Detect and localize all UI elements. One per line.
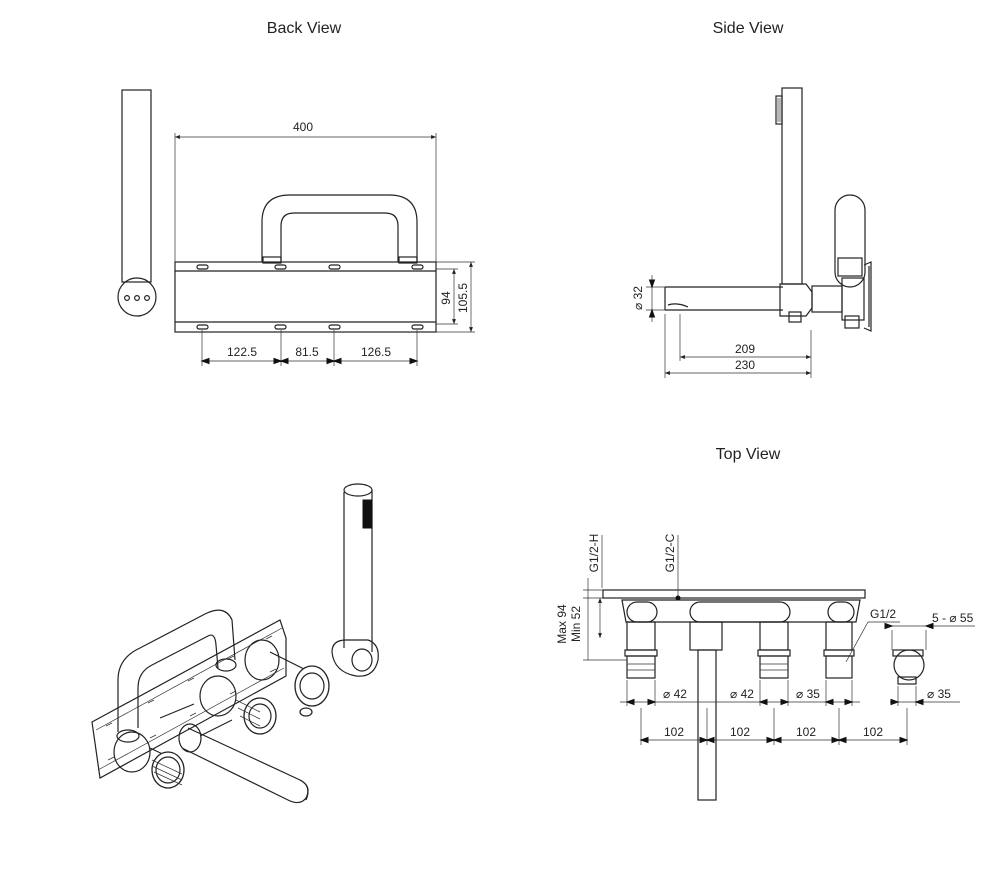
dim-spacing-102-a: 102: [664, 725, 684, 739]
dim-diam-35-a: ⌀ 35: [796, 687, 820, 701]
side-view-title: Side View: [713, 20, 784, 37]
side-view: ⌀ 32 209 230: [631, 87, 872, 378]
label-hot-inlet: G1/2-H: [587, 534, 601, 573]
mounting-plate: [174, 261, 437, 333]
top-deck-plate: [602, 589, 866, 599]
iso-mounting-plate: [91, 619, 287, 779]
iso-valve-right: [244, 639, 330, 717]
back-spout-pipe: [261, 194, 418, 262]
dim-projection-209: 209: [735, 342, 755, 356]
dim-diam-35-b: ⌀ 35: [927, 687, 951, 701]
dim-spacing-102-c: 102: [796, 725, 816, 739]
isometric-view: [91, 483, 379, 804]
dim-projection-230: 230: [735, 358, 755, 372]
label-hole-count: 5 - ⌀ 55: [932, 611, 974, 625]
iso-handshower: [331, 483, 379, 677]
iso-u-pipe: [117, 609, 236, 732]
iso-valve-middle: [199, 675, 277, 735]
label-depth-max: Max 94: [555, 604, 569, 644]
side-handshower: [775, 87, 803, 285]
back-view: 400 94 105.5 122.5 81.5 126.5: [117, 89, 475, 366]
dim-spacing-126-5: 126.5: [361, 345, 391, 359]
top-view-title: Top View: [716, 446, 781, 463]
side-spout: [664, 286, 783, 311]
dim-spacing-102-d: 102: [863, 725, 883, 739]
handshower-end-view: [117, 89, 157, 317]
label-depth-min: Min 52: [569, 606, 583, 642]
top-view: G1/2-H G1/2-C Max 94 Min 52 G1/2 5 - ⌀ 5…: [555, 533, 975, 801]
dim-spacing-81-5: 81.5: [295, 345, 319, 359]
dim-spacing-102-b: 102: [730, 725, 750, 739]
dim-width-400: 400: [293, 120, 313, 134]
label-thread: G1/2: [870, 607, 896, 621]
back-view-title: Back View: [267, 20, 342, 37]
dim-spout-diameter: ⌀ 32: [631, 286, 645, 310]
dim-diam-42-b: ⌀ 42: [730, 687, 754, 701]
dim-height-94: 94: [439, 291, 453, 305]
dim-height-105-5: 105.5: [456, 283, 470, 313]
dim-spacing-122-5: 122.5: [227, 345, 257, 359]
iso-valve-left: [113, 731, 185, 789]
dim-diam-42-a: ⌀ 42: [663, 687, 687, 701]
label-cold-inlet: G1/2-C: [663, 533, 677, 572]
